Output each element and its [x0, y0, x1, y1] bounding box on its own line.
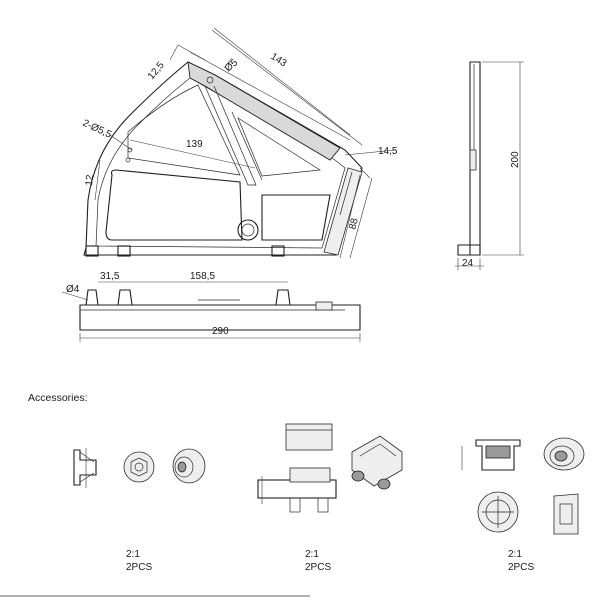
bracket-front-view	[83, 61, 363, 257]
main-view-dimensions	[94, 27, 396, 259]
accessory-3-qty: 2PCS	[508, 562, 534, 573]
dim-290: 290	[212, 326, 229, 337]
accessory-2-qty: 2PCS	[305, 562, 331, 573]
accessory-1-qty: 2PCS	[126, 562, 152, 573]
dim-14-5: 14,5	[378, 146, 398, 157]
dim-24: 24	[462, 258, 474, 269]
dim-12-5: 12,5	[146, 60, 167, 82]
dim-143: 143	[268, 51, 288, 69]
dim-31-5: 31,5	[100, 271, 120, 282]
dim-139: 139	[186, 139, 203, 150]
dim-88: 88	[347, 217, 361, 231]
accessories-heading: Accessories:	[28, 392, 88, 404]
bracket-bottom-view: Ø4 31,5 158,5 290	[61, 271, 361, 342]
accessory-3-scale: 2:1	[508, 549, 522, 560]
bracket-side-view: 200 24	[455, 61, 524, 270]
accessory-1-scale: 2:1	[126, 549, 140, 560]
dim-158-5: 158,5	[190, 271, 215, 282]
dim-200: 200	[510, 151, 521, 168]
accessory-3-drawing	[461, 437, 585, 535]
dim-2-holes-5-5: 2-Ø5,5	[81, 118, 114, 141]
dim-12: 12	[84, 174, 96, 186]
accessory-2-drawing	[257, 423, 403, 513]
accessory-2-scale: 2:1	[305, 549, 319, 560]
dim-hole-4: Ø4	[66, 284, 80, 295]
accessory-1-drawing	[73, 448, 206, 488]
